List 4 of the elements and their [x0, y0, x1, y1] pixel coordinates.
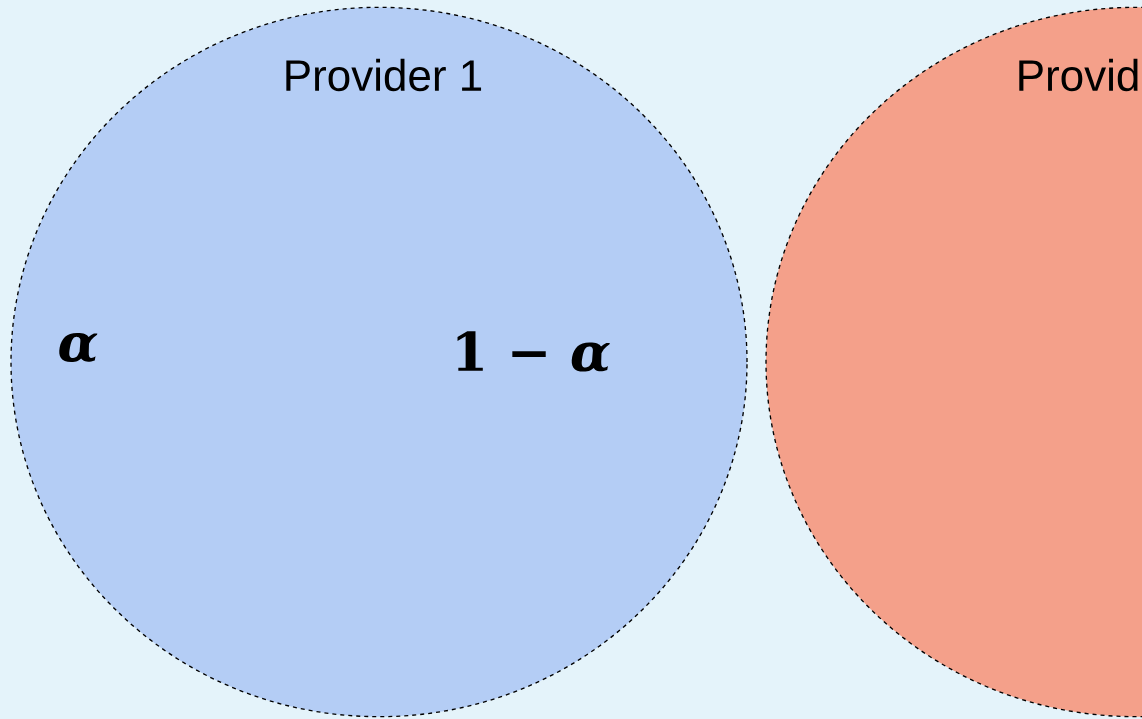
formula-label: 1 − α [457, 331, 610, 372]
formula-label: α [59, 332, 98, 362]
circle-title: Provider 1 [286, 58, 482, 92]
circle-title: Provid [1019, 58, 1138, 92]
